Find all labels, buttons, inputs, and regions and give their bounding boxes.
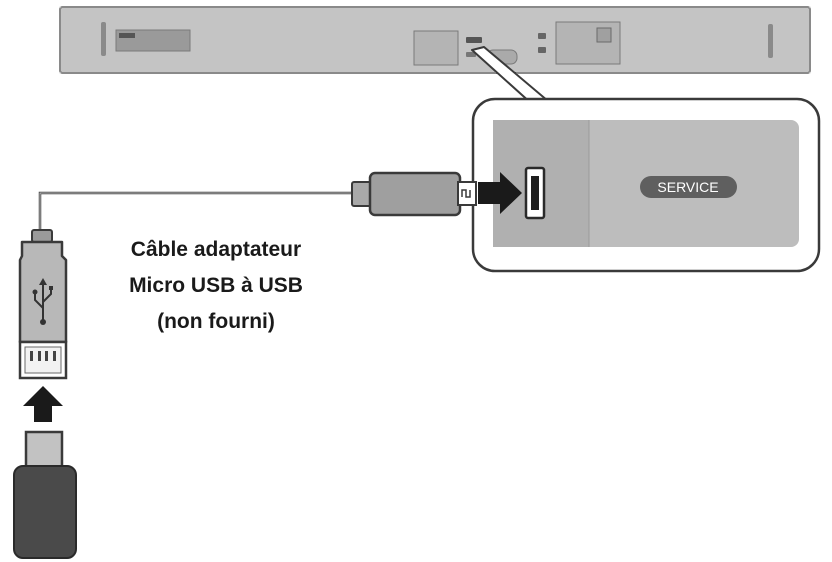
soundbar [59, 6, 811, 74]
usb-flash-drive [13, 430, 77, 559]
service-label: SERVICE [657, 179, 718, 195]
service-badge: SERVICE [640, 176, 737, 198]
usb-adapter [18, 229, 68, 380]
micro-usb-port [524, 166, 546, 220]
adapter-caption: Câble adaptateur Micro USB à USB (non fo… [96, 232, 336, 340]
soundbar-port-panel [413, 30, 459, 66]
caption-line-3: (non fourni) [157, 310, 275, 333]
soundbar-slot-left [101, 22, 106, 56]
usb-icon [32, 278, 53, 325]
micro-usb-plug [351, 171, 477, 217]
arrow-up-icon [23, 386, 63, 422]
adapter-cable [38, 191, 354, 232]
arrow-right-icon [478, 172, 522, 214]
caption-line-1: Câble adaptateur [130, 238, 302, 261]
caption-line-2: Micro USB à USB [129, 274, 303, 297]
soundbar-slot-right [768, 24, 773, 58]
